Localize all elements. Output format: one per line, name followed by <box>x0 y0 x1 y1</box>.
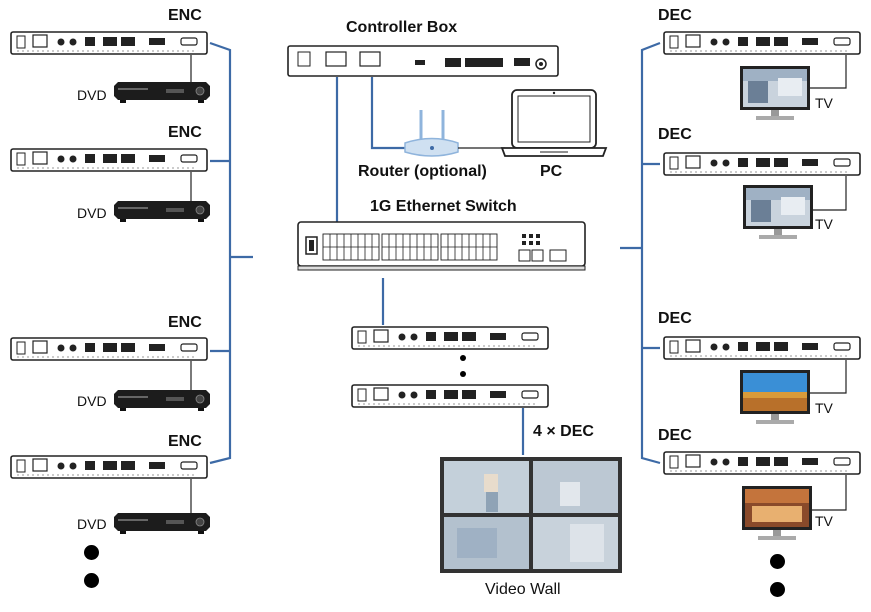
dec-unit-1 <box>663 31 861 55</box>
router-label: Router (optional) <box>358 163 487 180</box>
enc-unit-1 <box>10 31 208 55</box>
video-wall-label: Video Wall <box>485 581 561 598</box>
controller-box-label: Controller Box <box>346 19 458 36</box>
enc-label-4: ENC <box>168 433 202 450</box>
controller-box <box>287 45 559 77</box>
dvd-label-2: DVD <box>77 205 107 221</box>
dec-label-3: DEC <box>658 310 692 327</box>
ethernet-switch <box>297 221 586 271</box>
router <box>404 110 459 157</box>
video-wall <box>440 457 622 573</box>
more-enc-dot-1 <box>84 545 99 560</box>
dec-label-2: DEC <box>658 126 692 143</box>
tv-2 <box>743 185 813 239</box>
tv-3 <box>740 370 810 424</box>
hdmi-cable-tv-4 <box>812 475 847 511</box>
enc-bus-line <box>209 41 232 465</box>
tv-label-2: TV <box>815 216 833 232</box>
switch-label: 1G Ethernet Switch <box>370 198 517 215</box>
hdmi-cable-tv-1 <box>810 55 847 89</box>
hdmi-cable-tv-2 <box>813 176 847 211</box>
wall-dec-unit-1 <box>351 326 549 350</box>
controller-to-router-link <box>370 77 405 150</box>
enc-label-2: ENC <box>168 124 202 141</box>
four-dec-label: 4 × DEC <box>533 423 594 440</box>
enc-label-3: ENC <box>168 314 202 331</box>
enc-label-1: ENC <box>168 7 202 24</box>
dvd-label-3: DVD <box>77 393 107 409</box>
dvd-label-4: DVD <box>77 516 107 532</box>
enc-unit-2 <box>10 148 208 172</box>
more-enc-dot-2 <box>84 573 99 588</box>
ellipsis-dot-1 <box>460 355 466 361</box>
dec-unit-2 <box>663 152 861 176</box>
ellipsis-dot-2 <box>460 371 466 377</box>
dec-label-4: DEC <box>658 427 692 444</box>
hdmi-cable-tv-3 <box>810 360 847 394</box>
pc-laptop <box>500 89 608 157</box>
more-dec-dot-1 <box>770 554 785 569</box>
wall-dec-unit-2 <box>351 384 549 408</box>
pc-label: PC <box>540 163 563 180</box>
tv-1 <box>740 66 810 120</box>
dvd-player-4 <box>113 512 211 535</box>
dvd-label-1: DVD <box>77 87 107 103</box>
network-links <box>209 41 661 465</box>
tv-label-1: TV <box>815 95 833 111</box>
dec-unit-3 <box>663 336 861 360</box>
dec-bus-line <box>640 41 661 465</box>
dec-unit-4 <box>663 451 861 475</box>
more-dec-dot-2 <box>770 582 785 597</box>
enc-unit-4 <box>10 455 208 479</box>
dvd-player-2 <box>113 200 211 223</box>
dec-label-1: DEC <box>658 7 692 24</box>
tv-4 <box>742 486 812 540</box>
tv-label-4: TV <box>815 513 833 529</box>
tv-label-3: TV <box>815 400 833 416</box>
enc-unit-3 <box>10 337 208 361</box>
dvd-player-1 <box>113 81 211 104</box>
dvd-player-3 <box>113 389 211 412</box>
